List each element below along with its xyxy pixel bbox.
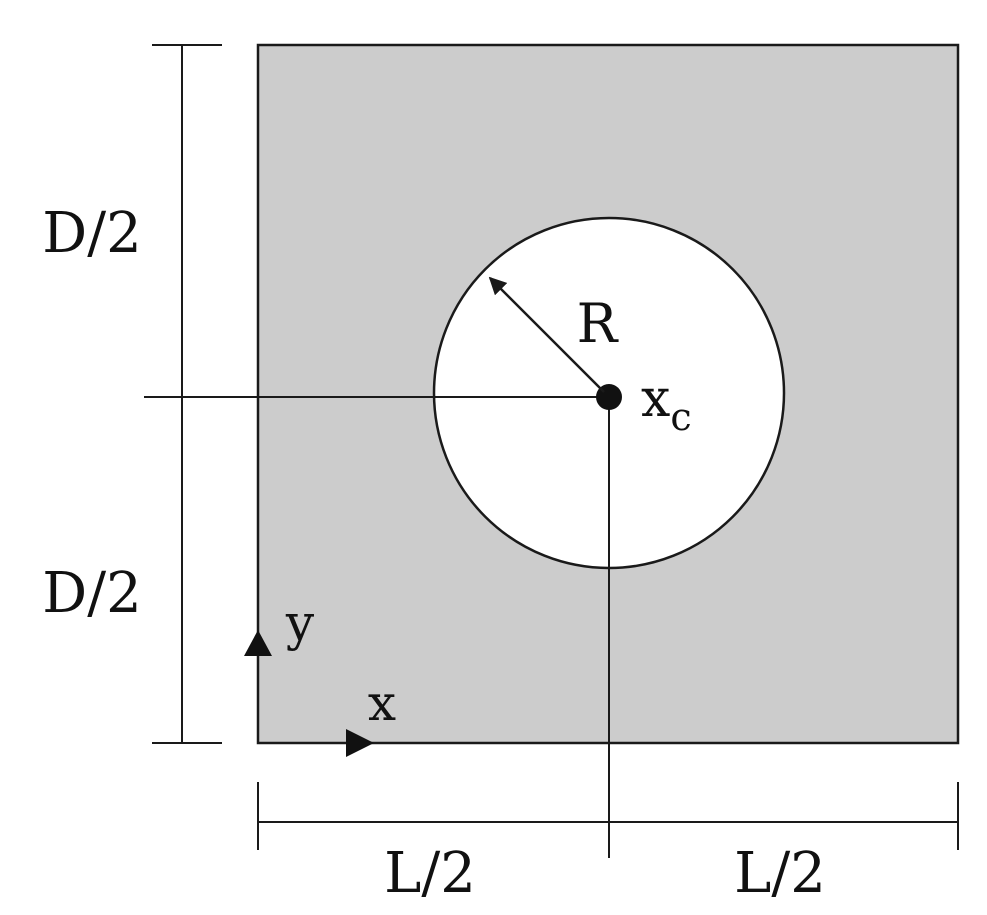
label-half-length-right: L/2 bbox=[734, 841, 826, 906]
label-half-length-left: L/2 bbox=[384, 841, 476, 906]
label-radius: R bbox=[577, 292, 619, 355]
label-center-subscript: c bbox=[670, 395, 691, 439]
label-axis-y: y bbox=[285, 594, 315, 652]
radius-arrow bbox=[488, 276, 605, 393]
label-axis-x: x bbox=[368, 674, 396, 732]
label-half-height-top: D/2 bbox=[42, 201, 141, 266]
x-axis-arrow bbox=[258, 729, 374, 757]
label-center: xc bbox=[641, 369, 692, 439]
height-dimension bbox=[152, 44, 222, 744]
y-axis-arrow bbox=[244, 630, 272, 743]
label-center-main: x bbox=[641, 369, 670, 429]
length-dimension bbox=[257, 782, 959, 850]
label-half-height-bottom: D/2 bbox=[42, 561, 141, 626]
